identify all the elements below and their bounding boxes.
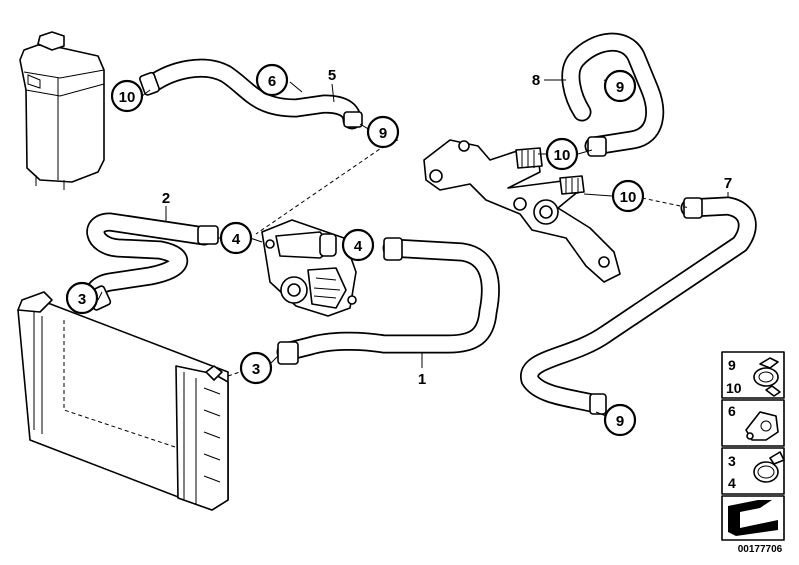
hose-2 <box>84 212 219 311</box>
svg-text:4: 4 <box>232 231 241 248</box>
callout-4-right: 4 <box>341 228 375 262</box>
hose-7 <box>520 196 757 415</box>
spring-clamp-icon <box>753 357 781 397</box>
legend-box-bracket-6: 6 <box>721 399 785 447</box>
label-5: 5 <box>328 67 336 84</box>
callout-10-thermostat-lower: 10 <box>611 179 645 213</box>
thermostat-housing <box>423 139 621 283</box>
svg-text:10: 10 <box>119 89 136 106</box>
hose-8 <box>561 32 665 157</box>
hose-clamp-icon <box>753 451 785 483</box>
svg-text:10: 10 <box>726 380 742 396</box>
svg-text:10: 10 <box>554 147 571 164</box>
svg-text:4: 4 <box>728 475 736 491</box>
callout-6: 6 <box>255 63 289 97</box>
label-8: 8 <box>532 72 540 89</box>
svg-text:9: 9 <box>728 357 736 373</box>
svg-text:4: 4 <box>354 238 363 255</box>
gasket-strip-icon <box>728 500 778 536</box>
svg-text:3: 3 <box>252 361 260 378</box>
legend-box-clamp-9-10: 9 10 <box>721 351 785 399</box>
callout-3-lower: 3 <box>239 351 273 385</box>
radiator <box>17 291 229 511</box>
legend-box-clamp-3-4: 3 4 <box>721 447 785 495</box>
hose-bracket-icon <box>745 411 779 441</box>
label-1: 1 <box>418 371 426 388</box>
callout-9-upper-left: 9 <box>366 115 400 149</box>
callout-3-upper: 3 <box>65 281 99 315</box>
callout-9-lower-right: 9 <box>603 403 637 437</box>
svg-text:3: 3 <box>728 453 736 469</box>
legend-box-gasket <box>721 495 785 541</box>
svg-text:6: 6 <box>728 403 736 419</box>
svg-text:9: 9 <box>616 79 624 96</box>
svg-text:3: 3 <box>78 291 86 308</box>
callout-9-upper-right: 9 <box>603 69 637 103</box>
hose-1 <box>276 237 500 365</box>
callout-4-left: 4 <box>219 221 253 255</box>
label-7: 7 <box>724 175 732 192</box>
expansion-tank <box>19 31 105 190</box>
water-pump <box>261 219 357 317</box>
hose-5 <box>139 58 363 130</box>
label-2: 2 <box>162 190 170 207</box>
legend-panel: 9 10 6 3 4 <box>721 351 785 541</box>
callout-10-thermostat-upper: 10 <box>545 137 579 171</box>
svg-text:6: 6 <box>268 73 276 90</box>
svg-text:9: 9 <box>616 413 624 430</box>
svg-text:10: 10 <box>620 189 637 206</box>
diagram-code: 00177706 <box>738 544 783 555</box>
svg-text:9: 9 <box>379 125 387 142</box>
callout-10-tank-hose: 10 <box>110 79 144 113</box>
